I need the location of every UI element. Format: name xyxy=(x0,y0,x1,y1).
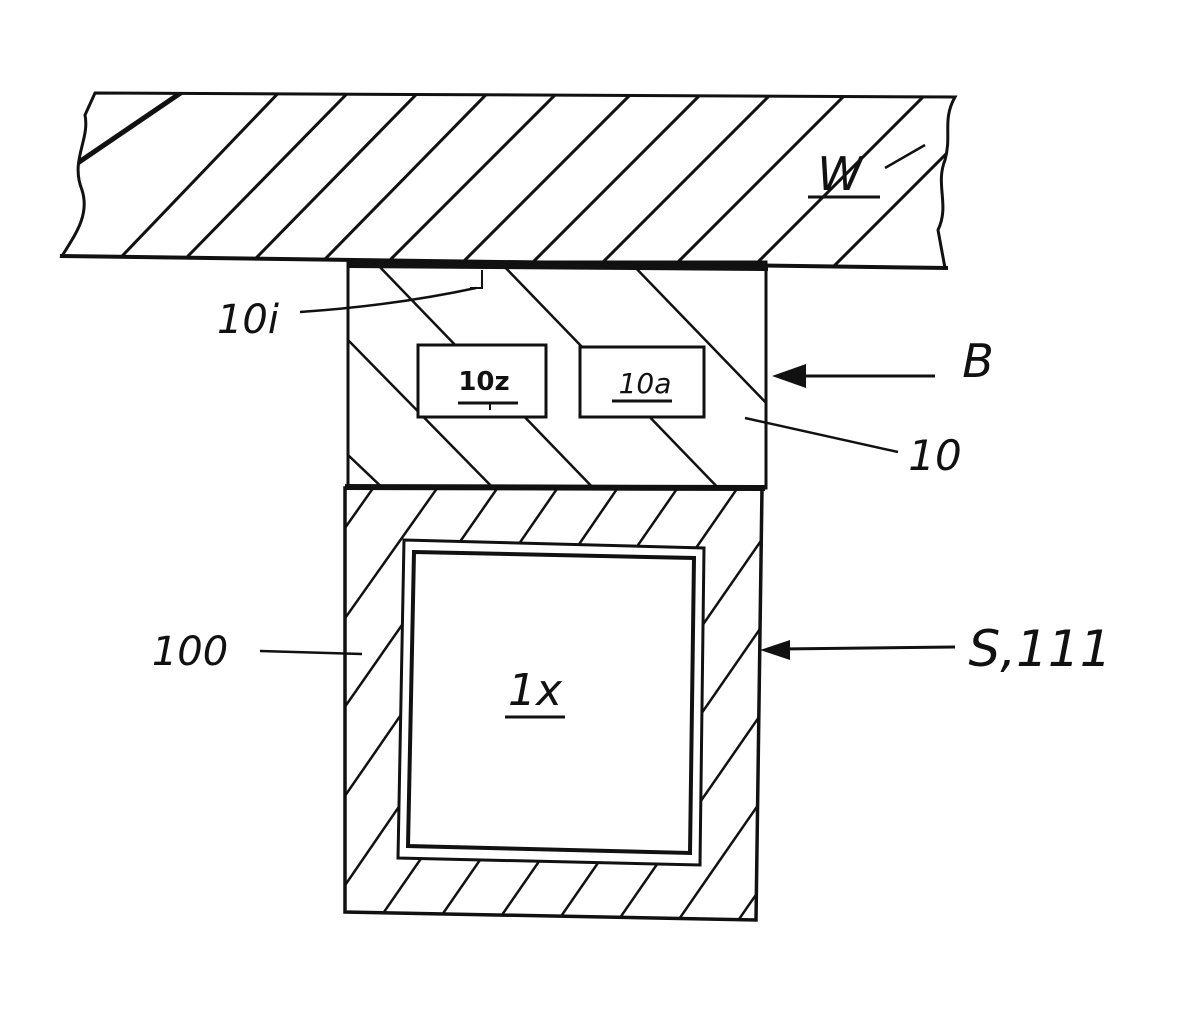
frame-100-label: 100 xyxy=(152,629,228,675)
body-10-label: 10 xyxy=(908,431,961,480)
body-10-section: 10z 10a xyxy=(344,260,769,491)
arrow-s-label: S,111 xyxy=(968,620,1111,678)
frame-100-outline xyxy=(343,486,764,922)
inner-surface-label: 10i xyxy=(217,297,279,343)
label-10i: 10i xyxy=(217,286,477,343)
box-10a: 10a xyxy=(578,345,706,419)
label-10: 10 xyxy=(744,416,962,480)
box-10z: 10z xyxy=(416,343,548,419)
label-w: W xyxy=(808,143,926,201)
inner-cavity-outer xyxy=(396,538,706,867)
label-100: 100 xyxy=(152,629,363,675)
label-b: B xyxy=(772,334,994,388)
frame-100-section: 1x xyxy=(343,486,764,922)
arrow-b-label: B xyxy=(962,334,994,388)
wall-label: W xyxy=(817,147,864,201)
box-10z-label: 10z xyxy=(458,367,509,397)
arrow-head-s xyxy=(760,640,790,660)
arrow-head-b xyxy=(772,364,806,388)
inner-cavity-inner xyxy=(405,549,697,856)
label-s-111: S,111 xyxy=(760,620,1112,678)
center-1x-label: 1x xyxy=(508,665,563,716)
box-10a-label: 10a xyxy=(619,367,672,400)
